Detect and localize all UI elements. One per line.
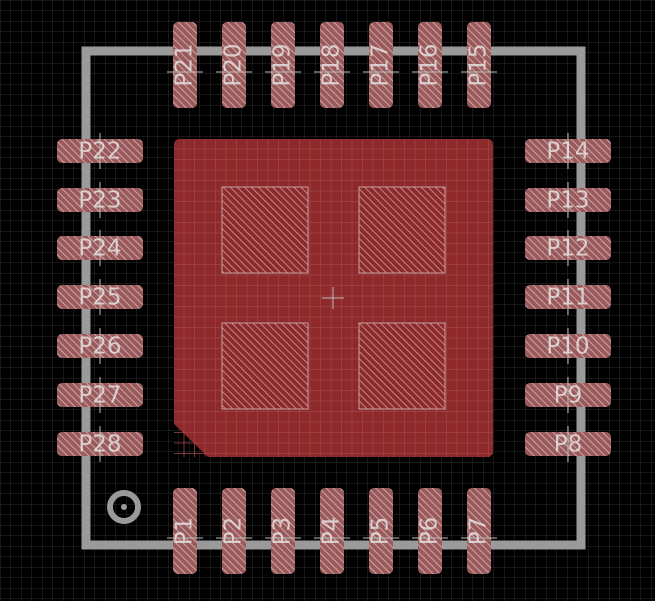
pad-p27[interactable]: P27 xyxy=(57,377,143,413)
pad-p7[interactable]: P7 xyxy=(461,488,497,574)
pad-p23[interactable]: P23 xyxy=(57,182,143,218)
pad-label: P17 xyxy=(368,43,394,86)
crosshair-icon xyxy=(322,287,344,309)
paste-window-2 xyxy=(358,186,446,274)
pad-p25[interactable]: P25 xyxy=(57,279,143,315)
pad-label: P28 xyxy=(78,432,121,458)
pad-p20[interactable]: P20 xyxy=(216,22,252,108)
pad-label: P1 xyxy=(172,517,198,546)
pad-p15[interactable]: P15 xyxy=(461,22,497,108)
pad-p24[interactable]: P24 xyxy=(57,230,143,266)
pad-label: P8 xyxy=(554,432,583,458)
pad-p18[interactable]: P18 xyxy=(314,22,350,108)
pad-label: P26 xyxy=(78,334,121,360)
pad-label: P3 xyxy=(270,517,296,546)
pad-label: P24 xyxy=(78,236,121,262)
pad-p4[interactable]: P4 xyxy=(314,488,350,574)
pad-p13[interactable]: P13 xyxy=(525,182,611,218)
pad-p2[interactable]: P2 xyxy=(216,488,252,574)
pad-label: P5 xyxy=(368,517,394,546)
pin1-marker-icon xyxy=(107,490,141,524)
pad-p16[interactable]: P16 xyxy=(412,22,448,108)
pad-p1[interactable]: P1 xyxy=(167,488,203,574)
pad-label: P11 xyxy=(546,285,589,311)
pad-label: P14 xyxy=(546,139,589,165)
pad-label: P10 xyxy=(546,334,589,360)
pad-label: P7 xyxy=(466,517,492,546)
pad-p14[interactable]: P14 xyxy=(525,133,611,169)
pad-p11[interactable]: P11 xyxy=(525,279,611,315)
pad-p19[interactable]: P19 xyxy=(265,22,301,108)
pad-p26[interactable]: P26 xyxy=(57,328,143,364)
pad-label: P25 xyxy=(78,285,121,311)
pad-label: P19 xyxy=(270,43,296,86)
pad-label: P20 xyxy=(221,43,247,86)
pad-p21[interactable]: P21 xyxy=(167,22,203,108)
pad-p28[interactable]: P28 xyxy=(57,426,143,462)
pad-label: P13 xyxy=(546,188,589,214)
pad-label: P12 xyxy=(546,236,589,262)
paste-window-3 xyxy=(221,322,309,410)
pad-label: P18 xyxy=(319,43,345,86)
pad-label: P9 xyxy=(554,383,583,409)
pad-p12[interactable]: P12 xyxy=(525,230,611,266)
pad-label: P27 xyxy=(78,383,121,409)
paste-window-1 xyxy=(221,186,309,274)
pad-label: P22 xyxy=(78,139,121,165)
pad-label: P4 xyxy=(319,517,345,546)
pad-p3[interactable]: P3 xyxy=(265,488,301,574)
pad-p10[interactable]: P10 xyxy=(525,328,611,364)
pad-p8[interactable]: P8 xyxy=(525,426,611,462)
pad-label: P21 xyxy=(172,43,198,86)
paste-window-4 xyxy=(358,322,446,410)
pad-label: P2 xyxy=(221,517,247,546)
pad-p22[interactable]: P22 xyxy=(57,133,143,169)
pad-label: P15 xyxy=(466,43,492,86)
pad-label: P16 xyxy=(417,43,443,86)
pad-p6[interactable]: P6 xyxy=(412,488,448,574)
pad-label: P23 xyxy=(78,188,121,214)
pad-p9[interactable]: P9 xyxy=(525,377,611,413)
pad-p17[interactable]: P17 xyxy=(363,22,399,108)
pad-label: P6 xyxy=(417,517,443,546)
pad-p5[interactable]: P5 xyxy=(363,488,399,574)
